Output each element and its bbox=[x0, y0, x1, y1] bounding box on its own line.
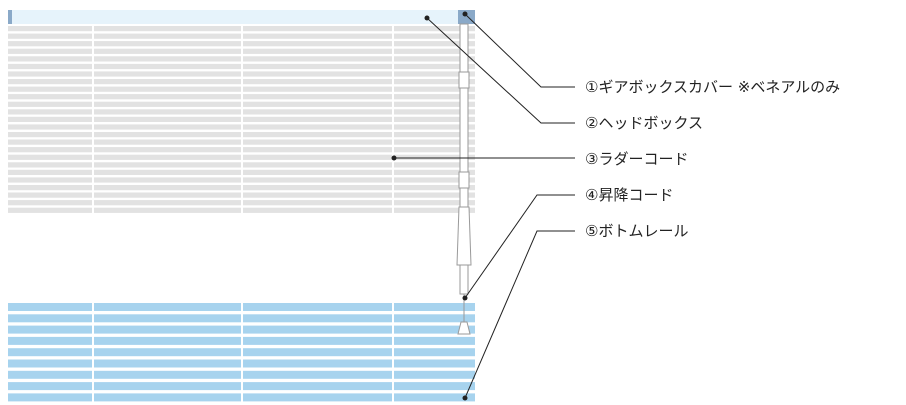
wand-joint-lower bbox=[458, 171, 470, 189]
cord-tassel bbox=[457, 321, 471, 335]
head-box bbox=[8, 10, 475, 24]
label-head-box: ②ヘッドボックス bbox=[585, 114, 703, 132]
leader-lines bbox=[391, 11, 575, 401]
label-bottom-rail: ⑤ボトムレール bbox=[585, 222, 689, 240]
leader-lift-cord-dot bbox=[462, 295, 468, 301]
leader-lift-cord bbox=[464, 194, 575, 299]
label-ladder-cord: ③ラダーコード bbox=[585, 150, 689, 168]
leader-head-box-dot bbox=[424, 15, 430, 21]
leader-gear-box-cover-dot bbox=[462, 11, 468, 17]
label-gear-box-cover: ①ギアボックスカバー ※ベネアルのみ bbox=[585, 78, 841, 96]
leader-bottom-rail bbox=[464, 230, 575, 399]
leader-bottom-rail-dot bbox=[462, 395, 468, 401]
wand-joint-upper bbox=[458, 71, 470, 89]
label-lift-cord: ④昇降コード bbox=[585, 186, 674, 204]
leader-gear-box-cover bbox=[464, 13, 575, 88]
ladder-cords bbox=[92, 24, 394, 405]
wand-grip bbox=[456, 206, 472, 266]
leader-head-box bbox=[426, 17, 575, 124]
gear-box-cover-left bbox=[8, 10, 12, 24]
leader-ladder-cord-dot bbox=[391, 155, 397, 161]
blind-parts bbox=[8, 10, 475, 335]
gear-box-cover-right bbox=[458, 10, 475, 24]
